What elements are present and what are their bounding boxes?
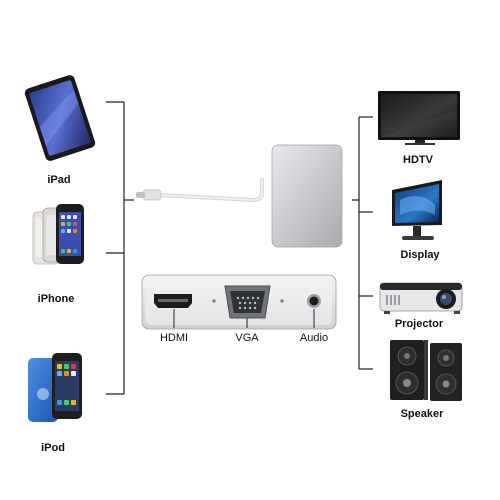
ipad-label: iPad: [47, 174, 71, 186]
projector-label: Projector: [394, 318, 444, 330]
left-bracket: [106, 101, 134, 395]
display-image: [392, 180, 442, 240]
hdtv-image: [378, 91, 460, 145]
ipad-image: [24, 75, 96, 161]
port-pointers: [173, 309, 315, 328]
adapter-image: [136, 144, 343, 330]
vga-label: VGA: [235, 332, 259, 344]
audio-label: Audio: [299, 332, 329, 344]
hdmi-label: HDMI: [159, 332, 189, 344]
ipod-image: [28, 353, 82, 422]
iphone-label: iPhone: [37, 293, 75, 305]
speaker-image: [390, 340, 462, 401]
iphone-image: [32, 204, 84, 265]
display-label: Display: [400, 249, 440, 261]
projector-image: [379, 282, 463, 314]
right-bracket: [352, 116, 373, 370]
hdtv-label: HDTV: [403, 154, 433, 166]
ipod-label: iPod: [41, 442, 65, 454]
speaker-label: Speaker: [400, 408, 444, 420]
